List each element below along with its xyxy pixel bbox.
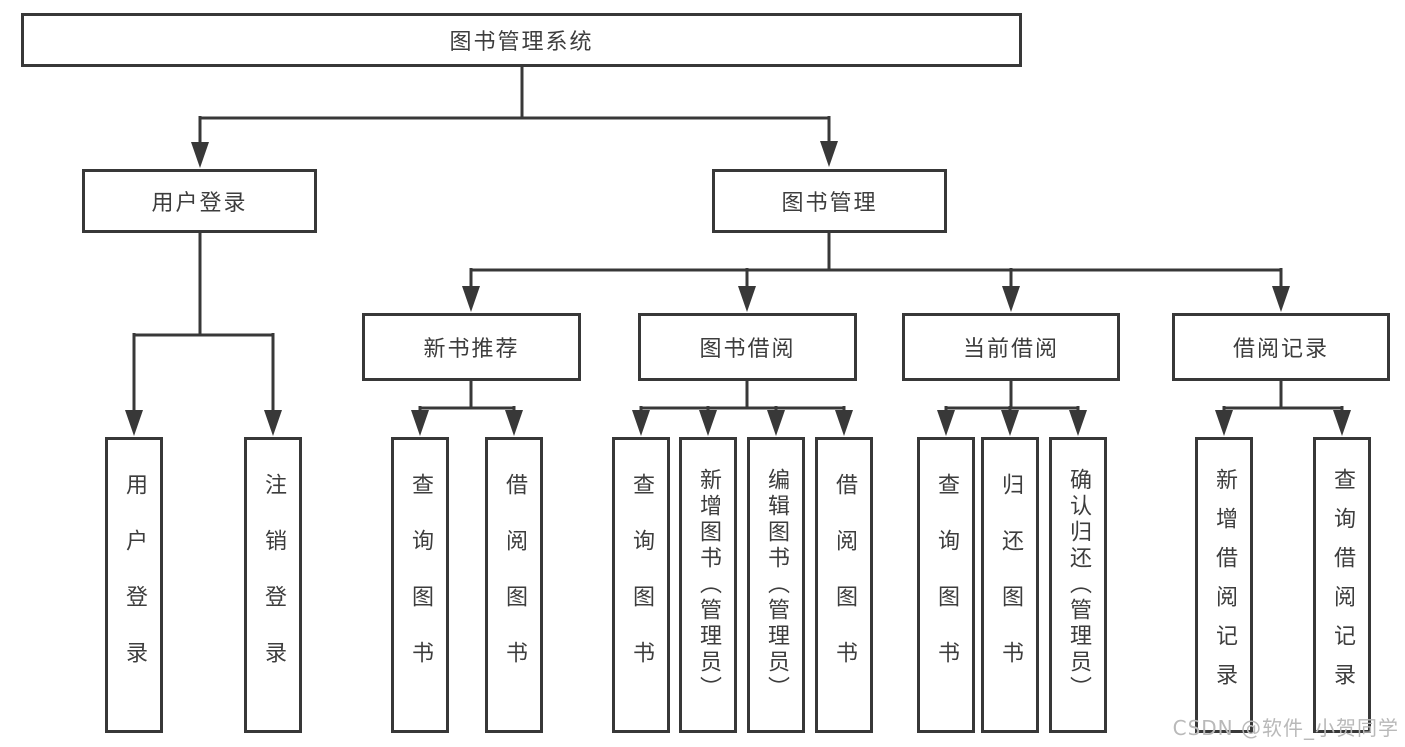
- arrowhead-icon: [1333, 410, 1351, 436]
- connector-user-login-split: [125, 231, 282, 436]
- node-label: 查询图书: [408, 473, 433, 697]
- leaf-query-borrow-record: 查询借阅记录: [1313, 437, 1371, 733]
- arrowhead-icon: [462, 286, 480, 312]
- node-new-book-recommend: 新书推荐: [362, 313, 581, 381]
- node-book-borrow: 图书借阅: [638, 313, 857, 381]
- node-label: 确认归还（管理员）: [1066, 468, 1091, 702]
- arrowhead-icon: [1001, 410, 1019, 436]
- node-label: 新增图书（管理员）: [696, 468, 721, 702]
- leaf-confirm-return-admin: 确认归还（管理员）: [1049, 437, 1107, 733]
- arrowhead-icon: [699, 410, 717, 436]
- node-root-system: 图书管理系统: [21, 13, 1022, 67]
- leaf-borrow-books-new-book: 借阅图书: [485, 437, 543, 733]
- arrowhead-icon: [738, 286, 756, 312]
- node-label: 查询借阅记录: [1330, 468, 1355, 702]
- node-user-login: 用户登录: [82, 169, 317, 233]
- arrowhead-icon: [632, 410, 650, 436]
- arrowhead-icon: [505, 410, 523, 436]
- node-label: 图书借阅: [699, 337, 796, 362]
- node-label: 用户登录: [151, 191, 248, 216]
- arrowhead-icon: [1002, 286, 1020, 312]
- leaf-logout: 注销登录: [244, 437, 302, 733]
- arrowhead-icon: [125, 410, 143, 436]
- arrowhead-icon: [191, 142, 209, 168]
- arrowhead-icon: [1272, 286, 1290, 312]
- node-label: 查询图书: [934, 473, 959, 697]
- connector-new-book-split: [411, 379, 523, 436]
- connector-borrow-records-split: [1215, 379, 1351, 436]
- leaf-user-login: 用户登录: [105, 437, 163, 733]
- arrowhead-icon: [820, 141, 838, 167]
- arrowhead-icon: [1069, 410, 1087, 436]
- connector-current-borrow-split: [937, 379, 1087, 436]
- leaf-edit-books-admin: 编辑图书（管理员）: [747, 437, 805, 733]
- node-label: 新书推荐: [423, 337, 520, 362]
- connector-book-borrow-split: [632, 379, 853, 436]
- node-label: 用户登录: [122, 473, 147, 697]
- node-label: 当前借阅: [962, 337, 1059, 362]
- arrowhead-icon: [411, 410, 429, 436]
- connector-root-split: [191, 65, 838, 168]
- node-label: 借阅图书: [832, 473, 857, 697]
- node-current-borrow: 当前借阅: [902, 313, 1120, 381]
- leaf-query-books-borrow: 查询图书: [612, 437, 670, 733]
- node-label: 注销登录: [261, 473, 286, 697]
- node-label: 新增借阅记录: [1212, 468, 1237, 702]
- node-book-management: 图书管理: [712, 169, 947, 233]
- arrowhead-icon: [1215, 410, 1233, 436]
- node-label: 归还图书: [998, 473, 1023, 697]
- leaf-add-books-admin: 新增图书（管理员）: [679, 437, 737, 733]
- node-label: 编辑图书（管理员）: [764, 468, 789, 702]
- node-label: 图书管理系统: [449, 30, 594, 55]
- arrowhead-icon: [767, 410, 785, 436]
- connector-book-management-split: [462, 231, 1290, 312]
- leaf-query-books-new-book: 查询图书: [391, 437, 449, 733]
- watermark: CSDN @软件_小贺同学: [1172, 716, 1399, 740]
- arrowhead-icon: [264, 410, 282, 436]
- node-label: 图书管理: [781, 191, 878, 216]
- leaf-borrow-books-borrow: 借阅图书: [815, 437, 873, 733]
- node-label: 借阅图书: [502, 473, 527, 697]
- arrowhead-icon: [937, 410, 955, 436]
- node-label: 查询图书: [629, 473, 654, 697]
- leaf-query-books-current: 查询图书: [917, 437, 975, 733]
- arrowhead-icon: [835, 410, 853, 436]
- node-borrow-records: 借阅记录: [1172, 313, 1390, 381]
- node-label: 借阅记录: [1232, 337, 1329, 362]
- leaf-return-books: 归还图书: [981, 437, 1039, 733]
- leaf-add-borrow-record: 新增借阅记录: [1195, 437, 1253, 733]
